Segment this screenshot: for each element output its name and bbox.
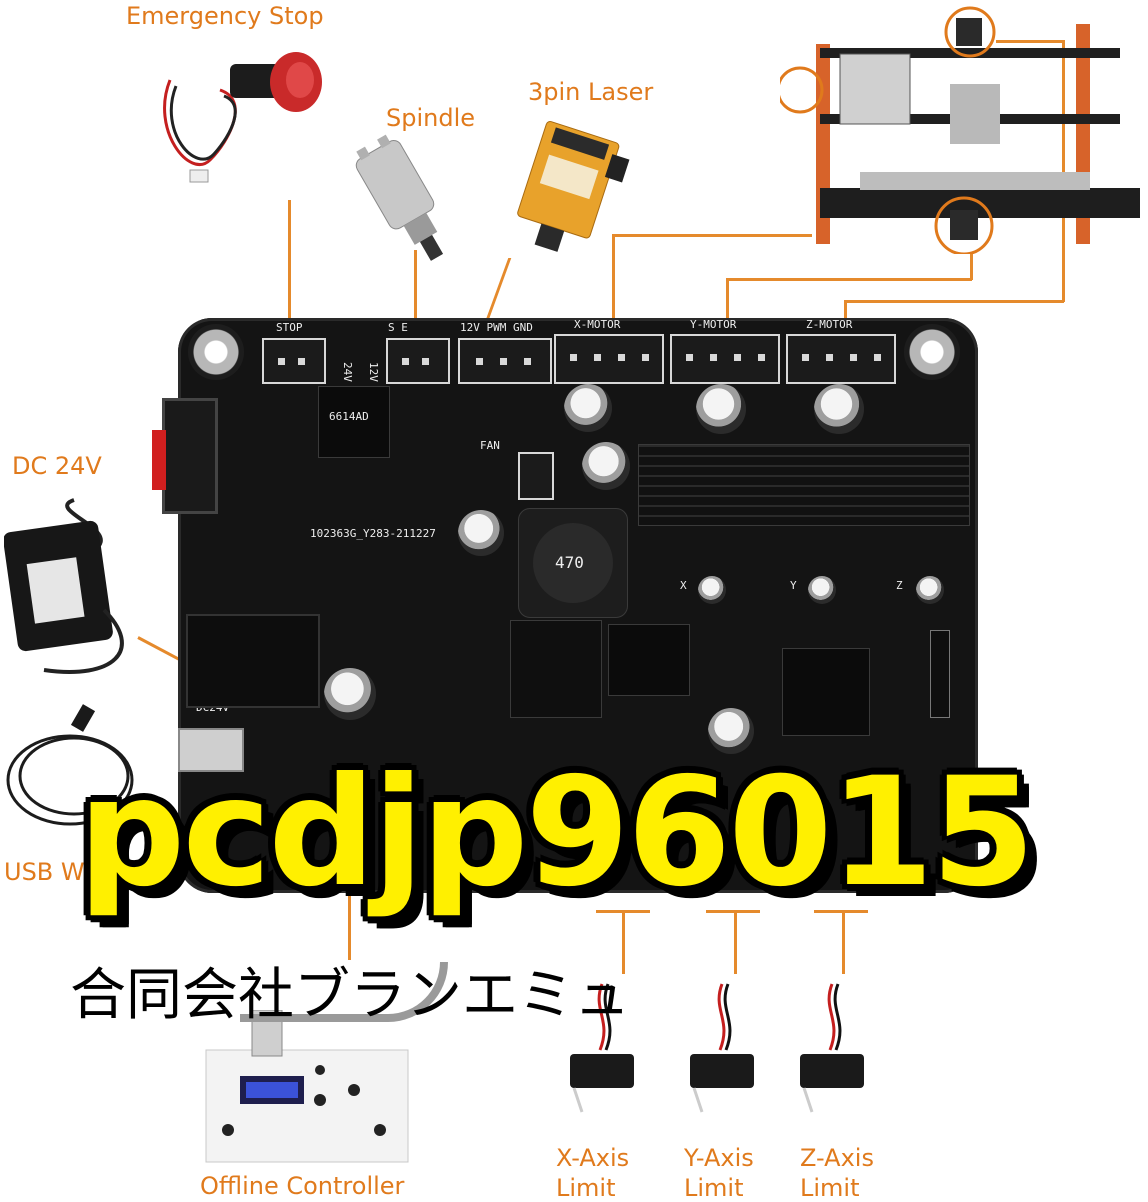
silk-laser: 12V PWM GND — [460, 321, 533, 334]
label-3pin-laser: 3pin Laser — [528, 78, 654, 106]
wire-offline-controller — [348, 890, 351, 960]
mount-hole-top-left — [188, 324, 244, 380]
wire-y-limit — [734, 912, 737, 974]
company-name: 合同会社ブランエミュ — [70, 963, 630, 1028]
capacitor-1 — [564, 384, 612, 432]
watermark-text: pcdjp96015 — [78, 746, 1035, 920]
wire-emergency-stop — [288, 200, 291, 320]
label-spindle: Spindle — [386, 104, 476, 132]
label-x-limit: Limit — [556, 1174, 616, 1202]
spindle-connector — [386, 338, 450, 384]
label-z-limit: Limit — [800, 1174, 860, 1202]
wire-x-motor-h — [612, 234, 812, 237]
silk-y: Y — [790, 579, 797, 592]
silk-stop: STOP — [276, 321, 303, 334]
capacitor-3 — [696, 384, 746, 434]
emergency-stop-illustration — [163, 52, 322, 183]
wire-spindle — [414, 250, 417, 320]
silk-board-id: 102363G_Y283-211227 — [310, 527, 436, 540]
label-usb-wire: USB Wire — [4, 858, 115, 886]
dc-jack — [186, 614, 320, 708]
trimpot-y — [808, 576, 836, 604]
silk-x: X — [680, 579, 687, 592]
inductor-core — [533, 523, 613, 603]
label-x-axis: X-Axis — [556, 1144, 630, 1172]
limit-switch-z — [800, 983, 864, 1113]
spindle-illustration — [355, 134, 444, 261]
label-offline-controller: Offline Controller — [200, 1172, 405, 1200]
y-motor-connector — [670, 334, 780, 384]
trimpot-z — [916, 576, 944, 604]
offline-controller-illustration — [205, 1010, 409, 1163]
trimpot-x — [698, 576, 726, 604]
label-z-axis: Z-Axis — [800, 1144, 874, 1172]
heatsink — [638, 444, 970, 526]
capacitor-4 — [814, 384, 864, 434]
power-switch — [162, 398, 218, 514]
silk-x-motor: X-MOTOR — [574, 318, 621, 331]
laser-connector — [458, 338, 552, 384]
stop-connector — [262, 338, 326, 384]
wire-x-limit — [622, 912, 625, 974]
silk-voltage-24: 24V — [341, 362, 354, 382]
capacitor-5 — [458, 510, 504, 556]
limit-switch-y — [690, 983, 754, 1113]
mosfet — [510, 620, 602, 718]
controller-board: STOP S E 12V PWM GND X-MOTOR Y-MOTOR Z-M… — [152, 318, 978, 893]
capacitor-7 — [708, 708, 754, 754]
limit-switch-x — [570, 983, 634, 1113]
wire-y-motor-h — [726, 278, 972, 281]
x-motor-connector — [554, 334, 664, 384]
inductor: 470 — [518, 508, 628, 618]
capacitor-6 — [324, 668, 376, 720]
power-adapter-illustration — [4, 498, 124, 674]
wire-z-limit-h — [814, 910, 868, 913]
silk-voltage-12: 12V — [367, 362, 380, 382]
wire-laser — [485, 258, 512, 320]
capacitor-2 — [582, 442, 630, 490]
wire-z-motor-h — [844, 300, 1064, 303]
label-y-axis: Y-Axis — [684, 1144, 754, 1172]
wire-z-motor-top — [996, 40, 1064, 43]
power-switch-rocker — [152, 430, 166, 490]
microcontroller — [782, 648, 870, 736]
z-motor-connector — [786, 334, 896, 384]
wire-z-limit — [842, 912, 845, 974]
silk-z: Z — [896, 579, 903, 592]
wire-y-limit-h — [706, 910, 760, 913]
silk-z-motor: Z-MOTOR — [806, 318, 853, 331]
usb-port — [178, 728, 244, 772]
label-emergency-stop: Emergency Stop — [126, 2, 324, 30]
pin-header — [930, 630, 950, 718]
wire-x-motor-v — [612, 234, 615, 320]
wire-y-motor-v — [726, 278, 729, 320]
wire-y-motor-up — [970, 252, 973, 280]
usb-cable-illustration — [6, 704, 134, 826]
laser-module-illustration — [517, 120, 630, 252]
silk-spindle: S E — [388, 321, 408, 334]
silk-fan: FAN — [480, 439, 500, 452]
label-dc-24v: DC 24V — [12, 452, 102, 480]
wire-z-motor-up — [1062, 40, 1065, 302]
cnc-machine-illustration — [780, 6, 1140, 254]
label-y-limit: Limit — [684, 1174, 744, 1202]
wire-x-limit-h — [596, 910, 650, 913]
fan-connector — [518, 452, 554, 500]
wire-z-motor-v — [844, 300, 847, 320]
motor-driver-chip — [608, 624, 690, 696]
voltage-regulator: 6614AD — [318, 386, 390, 458]
silk-y-motor: Y-MOTOR — [690, 318, 737, 331]
mount-hole-top-right — [904, 324, 960, 380]
